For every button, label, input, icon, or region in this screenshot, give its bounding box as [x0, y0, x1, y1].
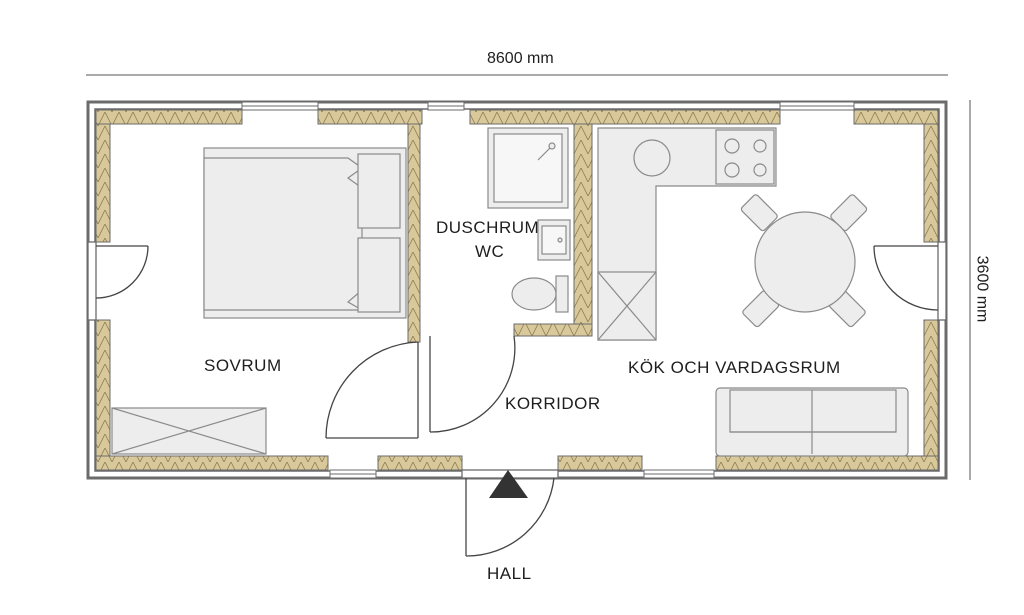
room-label-hall: HALL [487, 564, 532, 583]
kitchen-counter [597, 127, 777, 341]
dining-table [740, 194, 868, 328]
room-label-corridor: KORRIDOR [505, 394, 601, 413]
room-label-bathroom: DUSCHRUM [436, 218, 540, 237]
wall-insulation [95, 109, 939, 471]
toilet [511, 275, 569, 313]
wardrobe [111, 407, 267, 455]
sofa [715, 387, 909, 457]
room-label-wc: WC [475, 242, 505, 261]
bathroom-sink [537, 219, 571, 261]
room-label-kitchen-living: KÖK OCH VARDAGSRUM [628, 358, 841, 377]
double-bed [203, 147, 407, 319]
shower [487, 127, 569, 209]
height-dimension-label: 3600 mm [973, 255, 991, 323]
entrance-arrow-icon [489, 470, 528, 498]
width-dimension-label: 8600 mm [487, 50, 554, 67]
room-label-bedroom: SOVRUM [204, 356, 282, 375]
windows [241, 101, 855, 479]
